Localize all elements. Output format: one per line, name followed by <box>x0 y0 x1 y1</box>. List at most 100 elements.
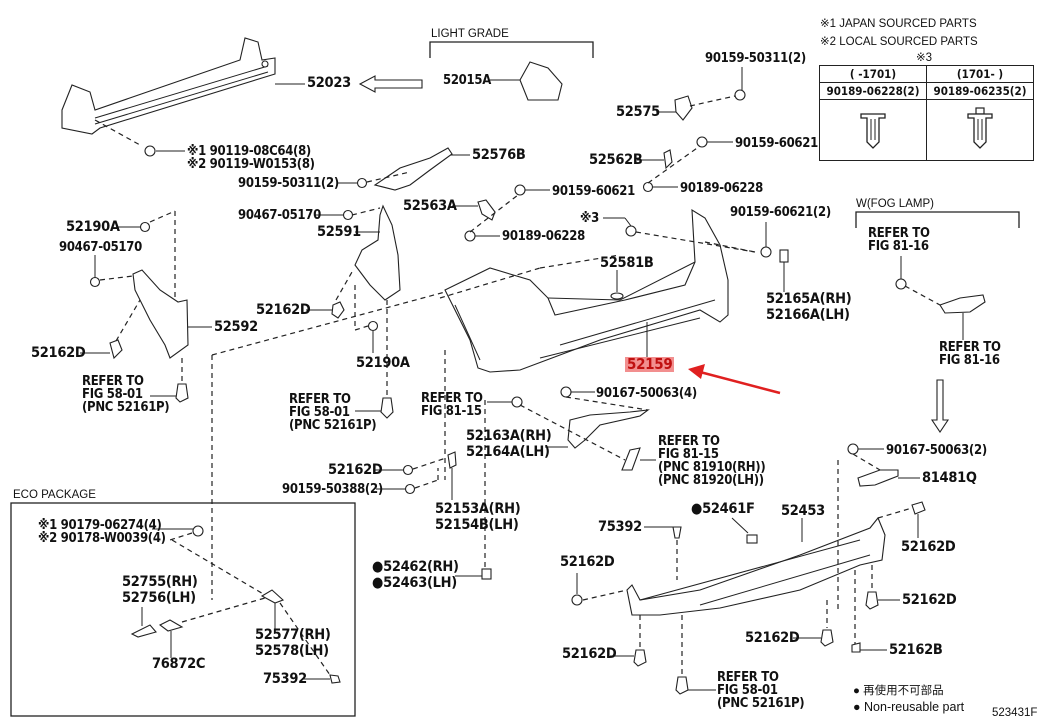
label-75392-b[interactable]: 75392 <box>263 671 307 687</box>
part-52592 <box>132 269 189 359</box>
label-52575[interactable]: 52575 <box>616 104 660 120</box>
note-japan-sourced: ※1 JAPAN SOURCED PARTS <box>820 18 977 30</box>
label-52591[interactable]: 52591 <box>317 224 361 240</box>
part-col1[interactable]: 90189-06228(2) <box>819 82 927 100</box>
refer-line: FIG 58-01 <box>289 405 350 420</box>
clip-icon-new <box>926 99 1034 161</box>
label-75392-a[interactable]: 75392 <box>598 519 642 535</box>
label-52023[interactable]: 52023 <box>307 75 351 91</box>
light-grade-bracket <box>429 41 594 58</box>
refer-line: FIG 81-15 <box>658 447 719 462</box>
label-90159-50311-a[interactable]: 90159-50311(2) <box>238 176 339 191</box>
bumper-cover-52159 <box>444 208 729 373</box>
note-local-sourced: ※2 LOCAL SOURCED PARTS <box>820 36 978 48</box>
label-52462[interactable]: ●52462(RH) <box>372 559 459 575</box>
label-90159-50388[interactable]: 90159-50388(2) <box>282 482 383 497</box>
label-52190A-b[interactable]: 52190A <box>356 355 410 371</box>
refer-line: (PNC 81910(RH)) <box>658 460 766 475</box>
label-bolt-japan[interactable]: ※1 90119-08C64(8) <box>187 144 311 159</box>
label-52015A[interactable]: 52015A <box>443 73 491 88</box>
clip-reference-table: ( -1701) (1701- ) 90189-06228(2) 90189-0… <box>819 65 1034 161</box>
group-light-grade: LIGHT GRADE <box>431 28 509 40</box>
label-90467-05170-b[interactable]: 90467-05170 <box>59 240 142 255</box>
part-52591 <box>354 204 401 301</box>
label-52159-highlighted[interactable]: 52159 <box>625 355 675 373</box>
label-90159-60621-2[interactable]: 90159-60621(2) <box>730 205 831 220</box>
refer-line: FIG 58-01 <box>82 387 143 402</box>
label-52453[interactable]: 52453 <box>781 503 825 519</box>
label-52154B[interactable]: 52154B(LH) <box>435 517 519 533</box>
label-eco-bolt-japan[interactable]: ※1 90179-06274(4) <box>38 518 162 533</box>
label-52166A[interactable]: 52166A(LH) <box>766 307 850 323</box>
label-90167-50063-4[interactable]: 90167-50063(4) <box>596 386 697 401</box>
refer-line: REFER TO <box>717 670 779 685</box>
refer-line: REFER TO <box>658 434 720 449</box>
label-52162D-f[interactable]: 52162D <box>902 592 957 608</box>
label-52756[interactable]: 52756(LH) <box>122 590 196 606</box>
label-52162D-g[interactable]: 52162D <box>745 630 800 646</box>
label-52190A-a[interactable]: 52190A <box>66 219 120 235</box>
refer-line: (PNC 52161P) <box>82 400 170 415</box>
refer-line: REFER TO <box>868 226 930 241</box>
label-52461F[interactable]: ●52461F <box>691 501 755 517</box>
label-52581B[interactable]: 52581B <box>600 255 654 271</box>
label-52755[interactable]: 52755(RH) <box>122 574 198 590</box>
label-note3-clip[interactable]: ※3 <box>580 211 599 226</box>
label-52577[interactable]: 52577(RH) <box>255 627 331 643</box>
refer-line: REFER TO <box>82 374 144 389</box>
label-eco-bolt-local[interactable]: ※2 90178-W0039(4) <box>38 531 166 546</box>
reinforcement-beam-52023 <box>61 37 276 135</box>
refer-fig-81-16-b[interactable]: REFER TO FIG 81-16 <box>939 341 1001 367</box>
label-52463[interactable]: ●52463(LH) <box>372 575 457 591</box>
label-52162D-b[interactable]: 52162D <box>256 302 311 318</box>
label-52578[interactable]: 52578(LH) <box>255 643 329 659</box>
label-90159-60621-b[interactable]: 90159-60621 <box>552 184 635 199</box>
label-bolt-local[interactable]: ※2 90119-W0153(8) <box>187 157 315 172</box>
label-81481Q[interactable]: 81481Q <box>922 470 977 486</box>
label-52162D-e[interactable]: 52162D <box>901 539 956 555</box>
label-52164A[interactable]: 52164A(LH) <box>466 444 550 460</box>
label-90167-50063-2[interactable]: 90167-50063(2) <box>886 443 987 458</box>
part-col2[interactable]: 90189-06235(2) <box>926 82 1034 100</box>
label-52163A[interactable]: 52163A(RH) <box>466 428 552 444</box>
label-52592[interactable]: 52592 <box>214 319 258 335</box>
label-52162B[interactable]: 52162B <box>889 642 943 658</box>
label-52563A[interactable]: 52563A <box>403 198 457 214</box>
refer-line: (PNC 52161P) <box>289 418 377 433</box>
label-90159-50311-b[interactable]: 90159-50311(2) <box>705 51 806 66</box>
label-52165A[interactable]: 52165A(RH) <box>766 291 852 307</box>
note3-marker: ※3 <box>916 52 933 64</box>
label-52162D-d[interactable]: 52162D <box>560 554 615 570</box>
label-52576B[interactable]: 52576B <box>472 147 526 163</box>
part-81481Q <box>857 469 899 487</box>
part-52015A <box>519 61 563 101</box>
refer-line: REFER TO <box>421 391 483 406</box>
label-90189-06228-a[interactable]: 90189-06228 <box>680 181 763 196</box>
refer-line: FIG 81-16 <box>939 353 1000 368</box>
refer-fig-81-15-a[interactable]: REFER TO FIG 81-15 <box>421 392 483 418</box>
clip-icon-old <box>819 99 927 161</box>
label-52162D-c[interactable]: 52162D <box>328 462 383 478</box>
refer-line: FIG 58-01 <box>717 683 778 698</box>
refer-fig-81-16-a[interactable]: REFER TO FIG 81-16 <box>868 227 930 253</box>
refer-fig-58-01-a[interactable]: REFER TO FIG 58-01 (PNC 52161P) <box>82 374 170 415</box>
label-90467-05170-a[interactable]: 90467-05170 <box>238 208 321 223</box>
label-52162D-a[interactable]: 52162D <box>31 345 86 361</box>
legend-nonreusable-en: ● Non-reusable part <box>853 700 965 714</box>
refer-line: REFER TO <box>939 340 1001 355</box>
label-76872C[interactable]: 76872C <box>152 656 206 672</box>
label-52562B[interactable]: 52562B <box>589 152 643 168</box>
refer-fig-58-01-b[interactable]: REFER TO FIG 58-01 (PNC 52161P) <box>289 393 377 433</box>
range-col1: ( -1701) <box>819 65 927 83</box>
label-52153A[interactable]: 52153A(RH) <box>435 501 521 517</box>
bolt-icon <box>144 145 156 157</box>
label-90159-60621-a[interactable]: 90159-60621 <box>735 136 818 151</box>
refer-fig-81-15-b[interactable]: REFER TO FIG 81-15 (PNC 81910(RH)) (PNC … <box>658 434 766 487</box>
legend-nonreusable-jp: ● 再使用不可部品 <box>853 685 944 697</box>
highlight-arrow <box>688 364 781 395</box>
outline-arrow-down <box>930 379 950 433</box>
refer-fig-58-01-c[interactable]: REFER TO FIG 58-01 (PNC 52161P) <box>717 670 805 710</box>
label-90189-06228-b[interactable]: 90189-06228 <box>502 229 585 244</box>
label-52162D-h[interactable]: 52162D <box>562 646 617 662</box>
group-fog-lamp: W(FOG LAMP) <box>856 198 934 210</box>
